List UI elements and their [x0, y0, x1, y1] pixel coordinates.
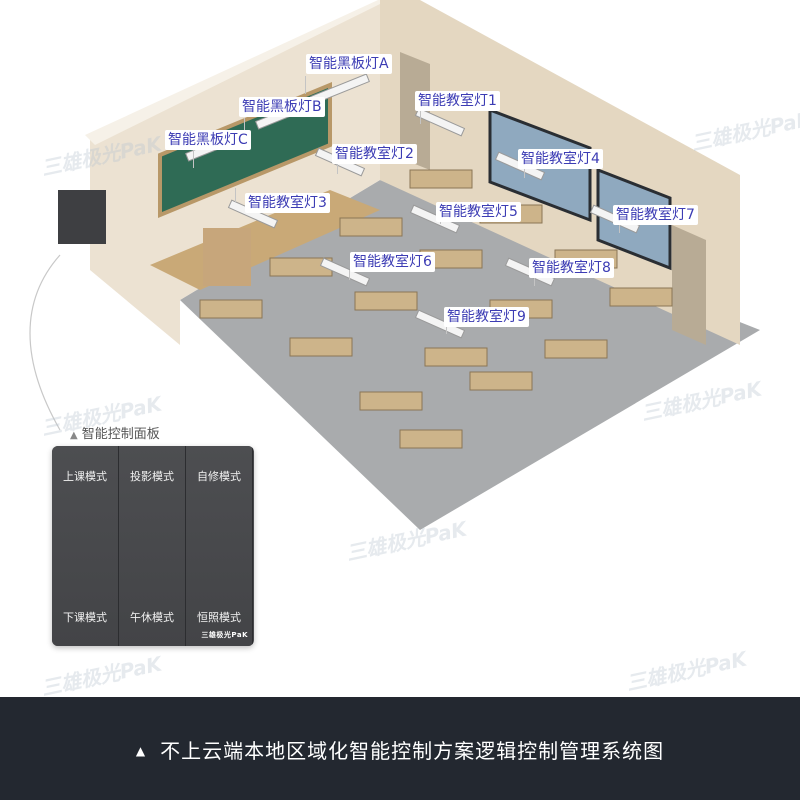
label-blackboard-lamp-b: 智能黑板灯B [239, 97, 325, 117]
caption-triangle-icon: ▲ [135, 744, 147, 758]
pointer-line [193, 150, 194, 168]
connector-curve [29, 254, 61, 431]
label-classroom-lamp-9: 智能教室灯9 [444, 307, 529, 327]
mode-button-self-study[interactable]: 自修模式 [197, 470, 241, 483]
desk [199, 299, 263, 319]
label-classroom-lamp-1: 智能教室灯1 [415, 91, 500, 111]
wall-switch [58, 190, 106, 244]
pointer-line [420, 110, 421, 124]
pointer-line [446, 324, 447, 334]
label-classroom-lamp-4: 智能教室灯4 [518, 149, 603, 169]
light-fixture [414, 309, 466, 339]
caption-triangle-icon: ▲ [70, 430, 78, 441]
light-fixture [319, 257, 371, 287]
desk [339, 217, 403, 237]
label-classroom-lamp-2: 智能教室灯2 [332, 144, 417, 164]
pointer-line [235, 188, 236, 202]
panel-column-3: 自修模式 恒照模式 [186, 446, 253, 646]
control-panel-caption-text: 智能控制面板 [81, 427, 160, 442]
panel-column-1: 上课模式 下课模式 [52, 446, 119, 646]
pointer-line [305, 76, 306, 94]
desk [409, 169, 473, 189]
footer-caption: ▲ 不上云端本地区域化智能控制方案逻辑控制管理系统图 [0, 735, 800, 764]
pointer-line [244, 118, 245, 136]
control-panel-caption: ▲智能控制面板 [70, 423, 160, 442]
mode-button-noon-break[interactable]: 午休模式 [130, 611, 174, 624]
left-wall-top [85, 0, 388, 145]
mode-button-constant[interactable]: 恒照模式 [197, 611, 241, 624]
label-blackboard-lamp-a: 智能黑板灯A [306, 54, 392, 74]
label-classroom-lamp-6: 智能教室灯6 [350, 252, 435, 272]
pointer-line [619, 223, 620, 233]
desk [469, 371, 533, 391]
desk [609, 287, 673, 307]
podium [203, 228, 251, 286]
footer-bar: ▲ 不上云端本地区域化智能控制方案逻辑控制管理系统图 [0, 697, 800, 800]
pointer-line [349, 270, 350, 280]
desk [399, 429, 463, 449]
label-classroom-lamp-8: 智能教室灯8 [529, 258, 614, 278]
mode-button-class-start[interactable]: 上课模式 [63, 470, 107, 483]
door-front [400, 52, 430, 170]
label-classroom-lamp-3: 智能教室灯3 [245, 193, 330, 213]
mode-button-class-end[interactable]: 下课模式 [63, 611, 107, 624]
light-fixture [414, 107, 466, 137]
classroom-illustration [29, 0, 760, 530]
desk [544, 339, 608, 359]
label-blackboard-lamp-c: 智能黑板灯C [165, 130, 251, 150]
pointer-line [524, 168, 525, 178]
desk [359, 391, 423, 411]
footer-caption-text: 不上云端本地区域化智能控制方案逻辑控制管理系统图 [160, 739, 665, 763]
desk [289, 337, 353, 357]
label-classroom-lamp-5: 智能教室灯5 [436, 202, 521, 222]
pointer-line [337, 162, 338, 174]
pointer-line [534, 276, 535, 286]
mode-button-projection[interactable]: 投影模式 [130, 470, 174, 483]
desk [354, 291, 418, 311]
control-panel: 上课模式 下课模式 投影模式 午休模式 自修模式 恒照模式 三雄极光PaK [52, 446, 254, 646]
panel-brand-logo: 三雄极光PaK [201, 631, 248, 639]
door-back [672, 225, 706, 345]
desk [424, 347, 488, 367]
panel-column-2: 投影模式 午休模式 [119, 446, 186, 646]
label-classroom-lamp-7: 智能教室灯7 [613, 205, 698, 225]
